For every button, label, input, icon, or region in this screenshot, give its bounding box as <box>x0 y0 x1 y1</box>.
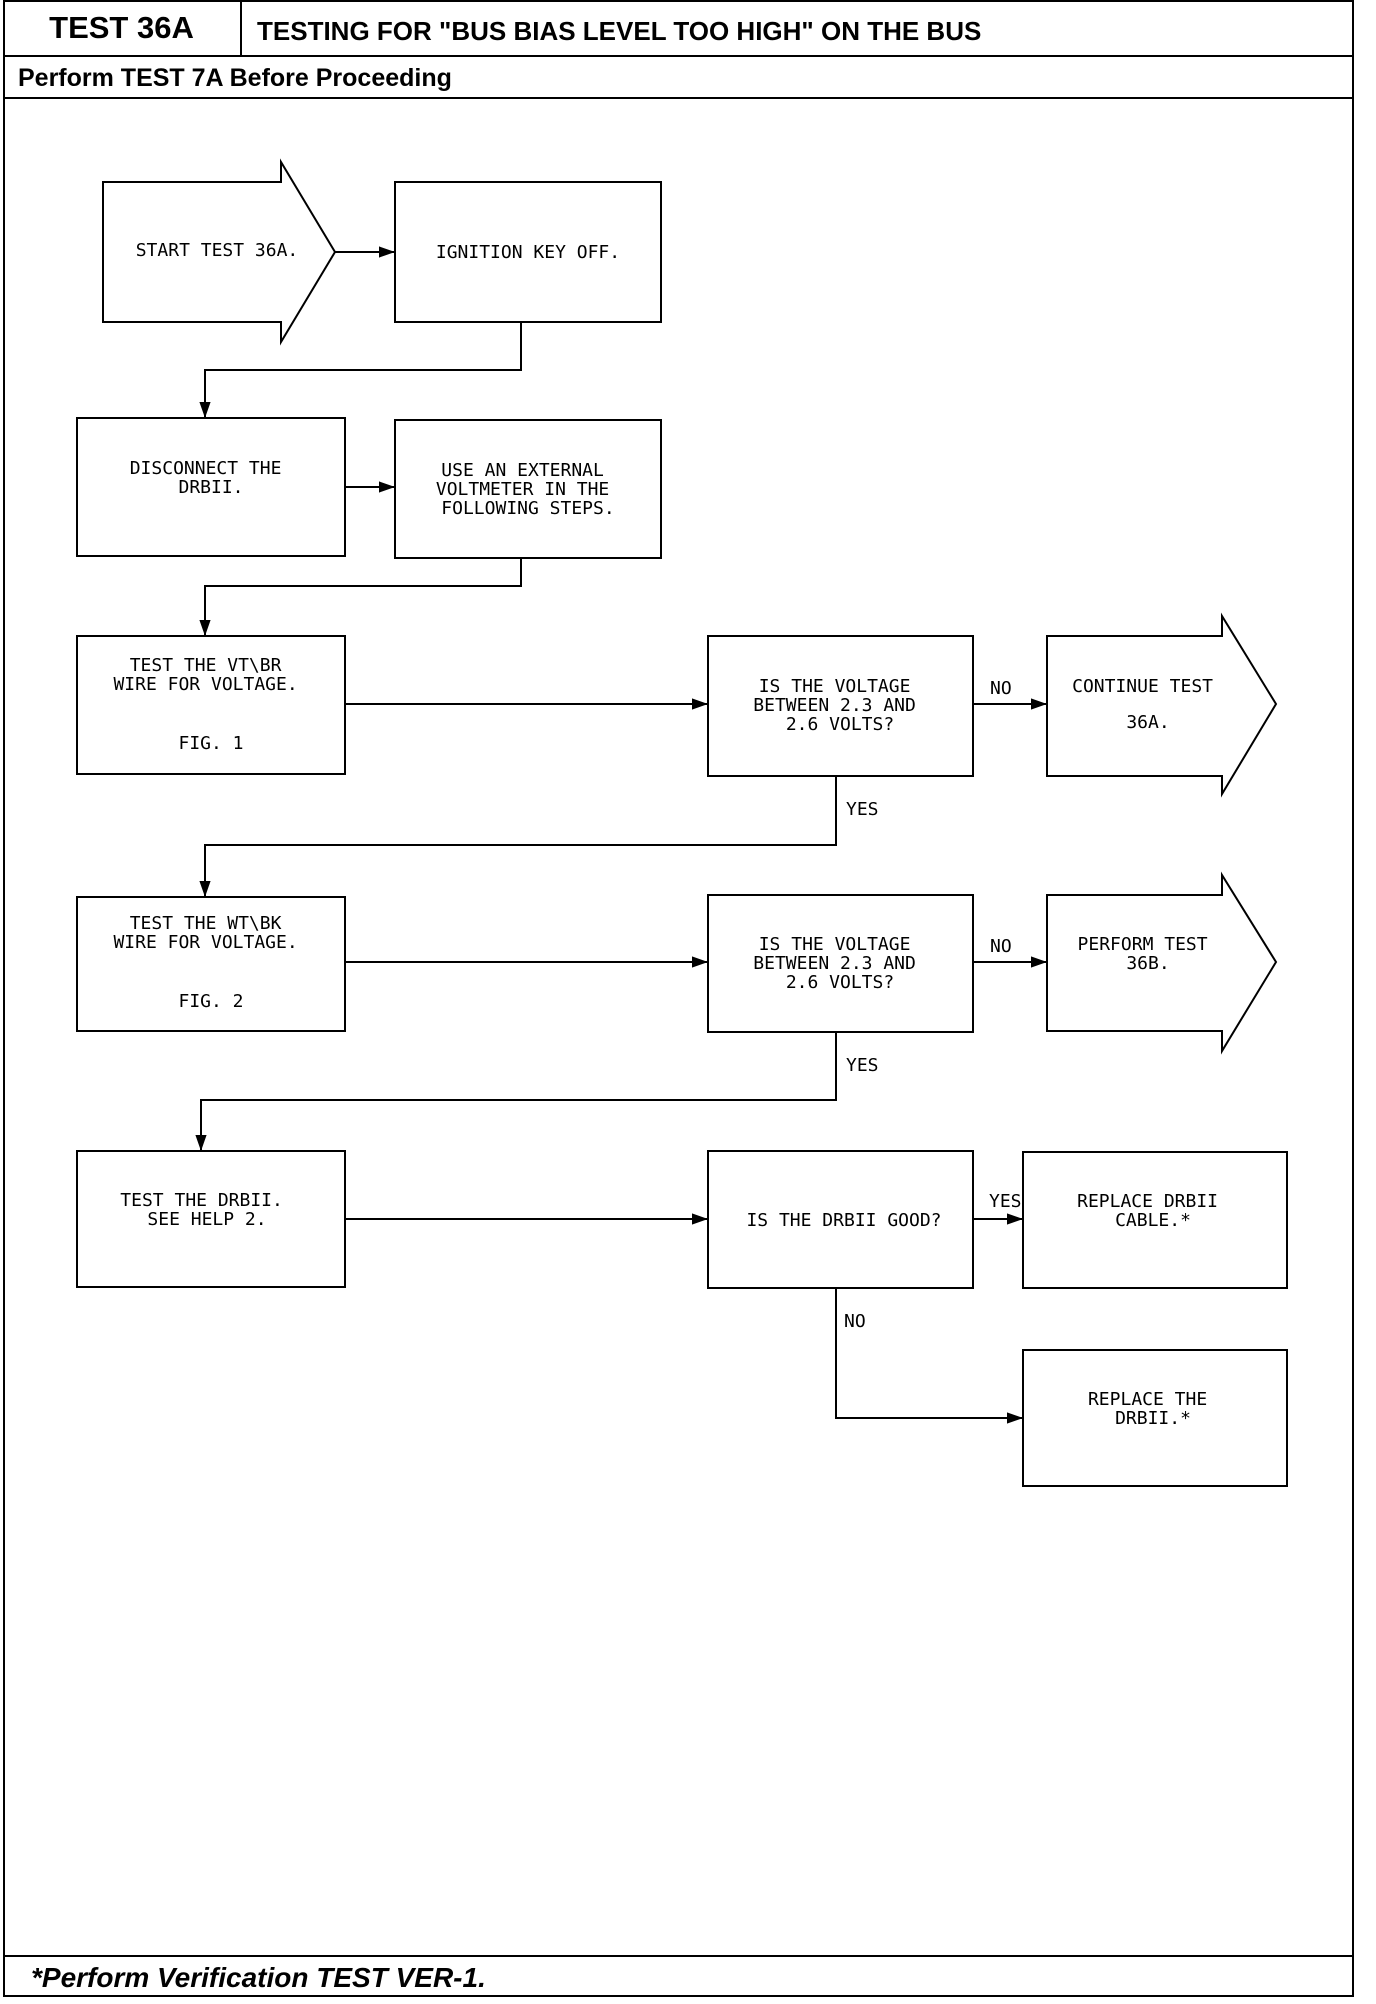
replace-cable-text: REPLACE DRBII CABLE.* <box>1077 1191 1229 1231</box>
test-wtbk-text: TEST THE WT\BK WIRE FOR VOLTAGE. FIG. 2 <box>113 913 308 1012</box>
label-yes-decision1: YES <box>846 799 879 820</box>
continue-text: CONTINUE TEST 36A. <box>1072 676 1224 733</box>
label-no-decision2: NO <box>990 936 1012 957</box>
disconnect-text: DISCONNECT THE DRBII. <box>130 458 293 498</box>
continue-arrow-shape <box>1046 612 1278 798</box>
voltmeter-text: USE AN EXTERNAL VOLTMETER IN THE FOLLOWI… <box>436 460 620 519</box>
start-arrow-shape <box>102 158 337 346</box>
arrow-voltmeter-to-test-vtbr <box>199 558 522 636</box>
test-vtbr-text: TEST THE VT\BR WIRE FOR VOLTAGE. FIG. 1 <box>113 655 308 754</box>
header-bar: TEST 36A TESTING FOR "BUS BIAS LEVEL TOO… <box>3 0 1354 57</box>
label-no-decision3: NO <box>844 1311 866 1332</box>
label-no-decision1: NO <box>990 678 1012 699</box>
perform36b-arrow-shape <box>1046 871 1278 1055</box>
perform36b-text: PERFORM TEST 36B. <box>1078 934 1219 974</box>
prerequisite-bar: Perform TEST 7A Before Proceeding <box>3 57 1354 99</box>
arrow-decision3-no <box>835 1288 1023 1424</box>
test-title: TESTING FOR "BUS BIAS LEVEL TOO HIGH" ON… <box>257 16 982 46</box>
decision3-text: IS THE DRBII GOOD? <box>746 1210 941 1231</box>
decision1-text: IS THE VOLTAGE BETWEEN 2.3 AND 2.6 VOLTS… <box>753 676 926 735</box>
test-wtbk-box <box>76 896 346 1032</box>
decision3-box <box>707 1150 974 1289</box>
arrow-decision2-yes <box>195 1032 837 1151</box>
test-vtbr-box <box>76 635 346 775</box>
test-drbii-box <box>76 1150 346 1288</box>
label-yes-decision2: YES <box>846 1055 879 1076</box>
ignition-text: IGNITION KEY OFF. <box>436 242 620 263</box>
replace-cable-box <box>1022 1151 1288 1289</box>
connectors <box>195 246 1047 1424</box>
verification-footnote: *Perform Verification TEST VER-1. <box>31 1962 486 1993</box>
replace-drbii-text: REPLACE THE DRBII.* <box>1088 1389 1218 1429</box>
prerequisite-text: Perform TEST 7A Before Proceeding <box>18 64 452 92</box>
arrow-decision1-yes <box>199 776 837 897</box>
decision2-text: IS THE VOLTAGE BETWEEN 2.3 AND 2.6 VOLTS… <box>753 934 926 993</box>
replace-drbii-box <box>1022 1349 1288 1487</box>
start-text: START TEST 36A. <box>136 240 299 261</box>
label-yes-decision3: YES <box>989 1191 1022 1212</box>
test-drbii-text: TEST THE DRBII. SEE HELP 2. <box>120 1190 293 1230</box>
decision2-box <box>707 894 974 1033</box>
voltmeter-box <box>394 419 662 559</box>
arrow-ignition-to-disconnect <box>199 322 522 418</box>
page-frame <box>3 0 1354 1997</box>
decision1-box <box>707 635 974 777</box>
disconnect-box <box>76 417 346 557</box>
footer-bar: *Perform Verification TEST VER-1. <box>3 1955 1354 1997</box>
ignition-box <box>394 181 662 323</box>
test-id: TEST 36A <box>3 0 242 55</box>
